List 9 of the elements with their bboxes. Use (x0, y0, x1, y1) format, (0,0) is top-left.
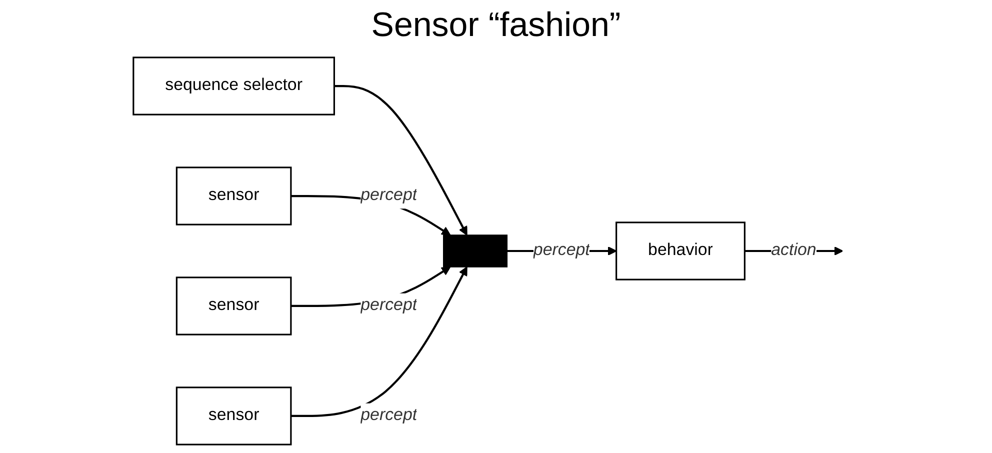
node-box: sensor (176, 166, 292, 226)
node-box: sensor (176, 276, 292, 336)
arrow (334, 84, 468, 236)
edge-label: action (771, 241, 816, 260)
node-bar (443, 234, 508, 268)
node-box: sequence selector (132, 56, 335, 116)
node-box: behavior (616, 222, 746, 280)
node-box: sensor (176, 386, 292, 446)
diagram-title: Sensor “fashion” (371, 6, 621, 45)
